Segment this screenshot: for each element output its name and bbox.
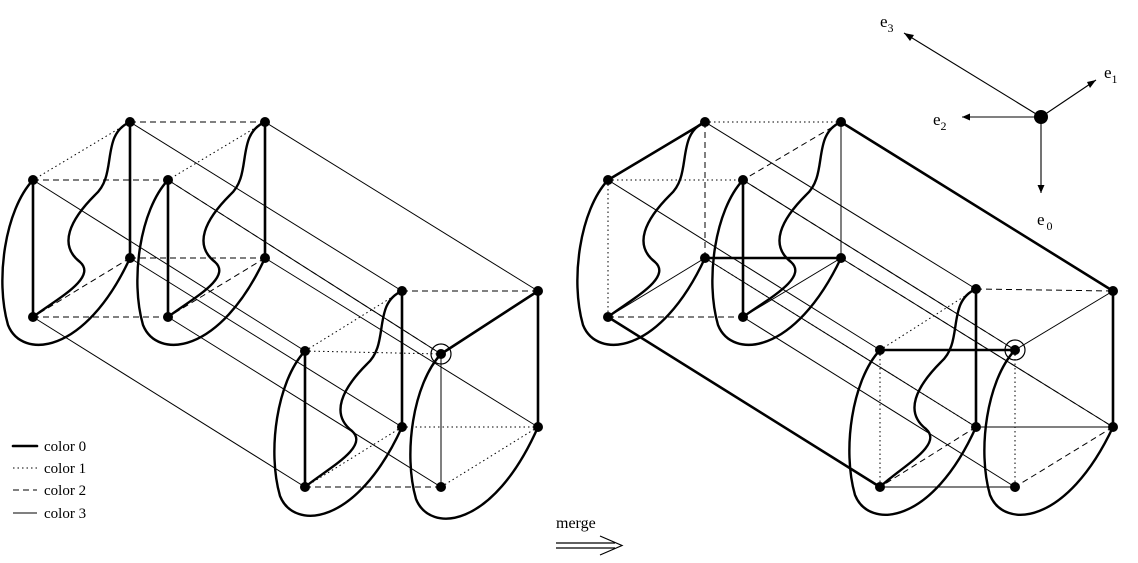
right-color0-edges (606, 120, 1115, 489)
legend-label-color2: color 2 (44, 483, 86, 499)
vertex (603, 312, 613, 322)
vertex (260, 117, 270, 127)
vertex (397, 286, 407, 296)
merge-label: merge (556, 515, 596, 532)
vertex (28, 312, 38, 322)
vertex (1108, 422, 1118, 432)
root-marker (430, 343, 452, 365)
vertex (260, 253, 270, 263)
legend-label-color3: color 3 (44, 506, 86, 522)
left-color1-edges (32, 121, 539, 488)
vertex (875, 345, 885, 355)
vertex (836, 253, 846, 263)
vertex (875, 482, 885, 492)
right-color2-edges (608, 121, 1114, 488)
vertex (533, 286, 543, 296)
axis-label-e1: e1 (1104, 63, 1118, 86)
left-color2-edges (32, 121, 538, 488)
left-color3-edges (32, 121, 539, 488)
vertex (700, 253, 710, 263)
vertex (1010, 482, 1020, 492)
vertex (163, 312, 173, 322)
vertex (836, 117, 846, 127)
right-wavy-curves (576, 120, 1115, 516)
vertex (1010, 345, 1020, 355)
vertex (436, 349, 446, 359)
vertex (28, 175, 38, 185)
vertex (738, 175, 748, 185)
vertex (700, 117, 710, 127)
vertex (971, 284, 981, 294)
vertex (533, 422, 543, 432)
merge-arrow: merge (556, 515, 624, 556)
vertex (397, 422, 407, 432)
vertex (125, 253, 135, 263)
left-wavy-curves (1, 120, 540, 520)
legend-label-color1: color 1 (44, 461, 86, 477)
vertex (125, 117, 135, 127)
vertex (738, 312, 748, 322)
vertex (300, 482, 310, 492)
vertex (300, 346, 310, 356)
vertex (971, 422, 981, 432)
vertex (163, 175, 173, 185)
right-nodes (603, 117, 1118, 492)
legend-label-color0: color 0 (44, 439, 86, 455)
vertex (603, 175, 613, 185)
root-marker (1004, 339, 1026, 361)
right-graph (576, 117, 1118, 516)
left-color0-edges (31, 120, 540, 489)
axis-label-e2: e2 (933, 110, 947, 133)
left-graph (1, 117, 543, 520)
axis-label-e3: e3 (880, 12, 894, 35)
legend: color 0 color 1 color 2 color 3 (11, 439, 86, 522)
vertex (1108, 286, 1118, 296)
vertex (436, 482, 446, 492)
right-color3-edges (607, 121, 1114, 488)
left-nodes (28, 117, 543, 492)
